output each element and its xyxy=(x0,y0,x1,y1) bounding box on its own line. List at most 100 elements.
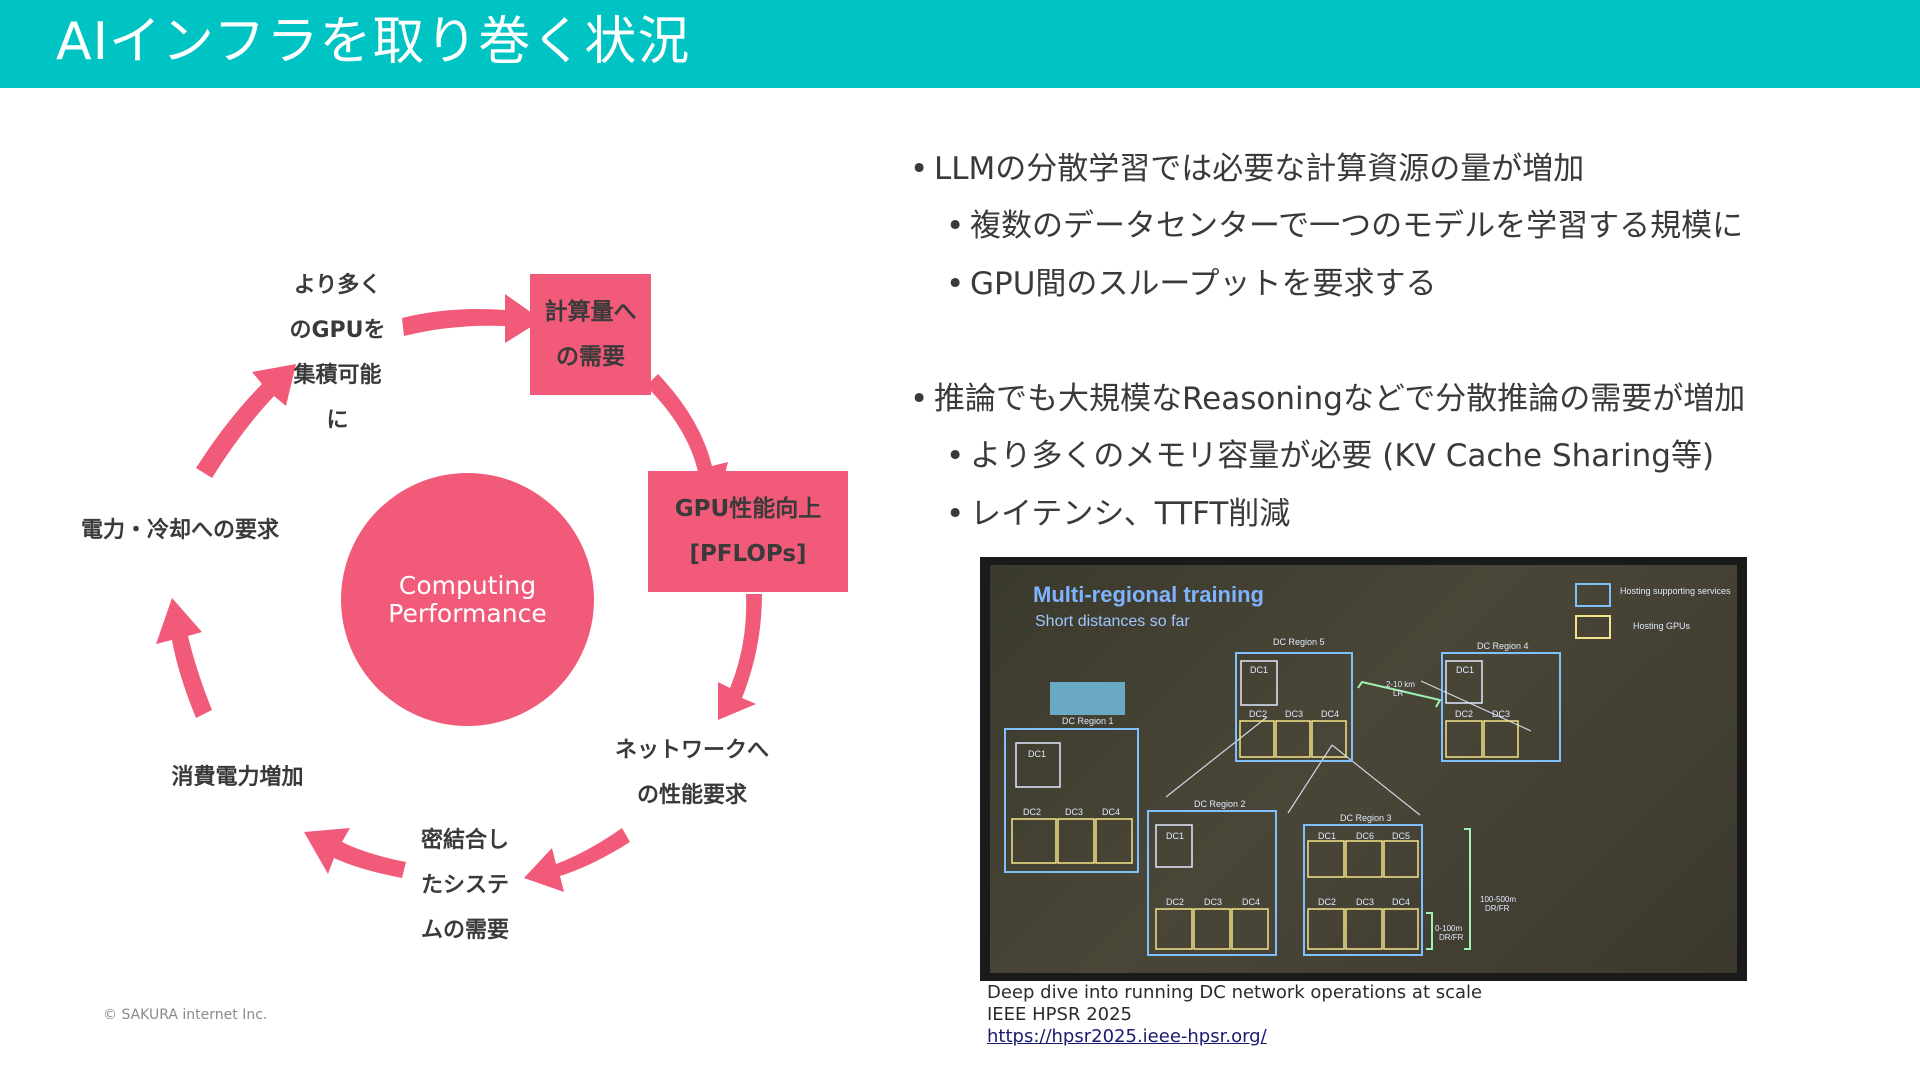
arrow-to-tight xyxy=(524,828,630,892)
region-4-label: DC Region 4 xyxy=(1477,641,1529,651)
region-1-label: DC Region 1 xyxy=(1062,716,1114,726)
slide-screen xyxy=(990,565,1737,973)
region-4-dc1 xyxy=(1445,660,1483,704)
label-network: ネットワークへ の性能要求 xyxy=(596,728,788,818)
region-2-dc4 xyxy=(1231,908,1269,950)
region-3-dc1 xyxy=(1307,840,1345,878)
label-line: 密結合し xyxy=(420,828,509,853)
region-2-dc1 xyxy=(1155,824,1193,868)
region-2-box xyxy=(1147,810,1277,956)
cycle-diagram: より多く のGPUを 集積可能 に 計算量へ の需要 GPU性能向上 [PFLO… xyxy=(0,88,900,1048)
bullet-2-1: •より多くのメモリ容量が必要 (KV Cache Sharing等) xyxy=(946,438,1715,474)
dc-label: DC1 xyxy=(1028,749,1046,759)
arrow-to-power-increase xyxy=(304,828,406,878)
conference-slide-photo: Multi-regional training Short distances … xyxy=(980,557,1747,981)
dc-label: DC1 xyxy=(1456,665,1474,675)
legend-gpu-box xyxy=(1575,615,1611,639)
region-1-dc4 xyxy=(1095,818,1133,864)
center-line: Computing xyxy=(398,570,537,600)
bullet-text: より多くのメモリ容量が必要 (KV Cache Sharing等) xyxy=(970,438,1715,474)
bullet-2: •推論でも大規模なReasoningなどで分散推論の需要が増加 xyxy=(910,381,1746,417)
region-5-label: DC Region 5 xyxy=(1273,637,1325,647)
dc-label: DC3 xyxy=(1356,897,1374,907)
region-2-dc3 xyxy=(1193,908,1231,950)
bullet-1-1: •複数のデータセンターで一つのモデルを学習する規模に xyxy=(946,208,1744,244)
dc-label: DC2 xyxy=(1249,709,1267,719)
region-5-dc1 xyxy=(1240,660,1278,706)
caption-link[interactable]: https://hpsr2025.ieee-hpsr.org/ xyxy=(987,1026,1267,1047)
bullet-text: レイテンシ、TTFT削減 xyxy=(970,496,1291,532)
region-4-box xyxy=(1441,652,1561,762)
bullet-1: •LLMの分散学習では必要な計算資源の量が増加 xyxy=(910,151,1585,187)
region-2-label: DC Region 2 xyxy=(1194,799,1246,809)
center-circle: Computing Performance xyxy=(341,473,594,726)
dc-label: DC2 xyxy=(1023,807,1041,817)
region-3-dc3 xyxy=(1345,908,1383,950)
bullet-text: 複数のデータセンターで一つのモデルを学習する規模に xyxy=(970,208,1744,244)
caption-line: Deep dive into running DC network operat… xyxy=(987,982,1483,1003)
dc-label: DC3 xyxy=(1492,709,1510,719)
thumbnail-image xyxy=(1050,682,1125,715)
arrow-to-power-cooling xyxy=(156,598,212,718)
region-4-dc3 xyxy=(1483,720,1519,758)
caption-line: IEEE HPSR 2025 xyxy=(987,1004,1133,1025)
box-compute-demand: 計算量へ の需要 xyxy=(530,274,651,395)
legend-gpu-label: Hosting GPUs xyxy=(1633,621,1691,631)
dc-label: DC4 xyxy=(1321,709,1339,719)
label-line: のGPUを xyxy=(289,318,386,343)
slide-diagram: Multi-regional training Short distances … xyxy=(1004,582,1731,956)
distance-bracket-lr xyxy=(1357,680,1442,708)
bullet-1-2: •GPU間のスループットを要求する xyxy=(946,266,1437,302)
dc-label: DC2 xyxy=(1455,709,1473,719)
region-3-dc6 xyxy=(1345,840,1383,878)
region-3-box xyxy=(1303,824,1423,956)
region-5-dc3 xyxy=(1275,720,1311,758)
dc-label: DC2 xyxy=(1166,897,1184,907)
region-1-dc1 xyxy=(1015,742,1061,788)
region-1-dc3 xyxy=(1057,818,1095,864)
dc-label: DC5 xyxy=(1392,831,1410,841)
region-5-box xyxy=(1235,652,1353,762)
label-line: 計算量へ xyxy=(544,298,637,325)
distance-label: 0-100m xyxy=(1435,924,1462,933)
region-3-label: DC Region 3 xyxy=(1340,813,1392,823)
label-line: たシステ xyxy=(420,873,509,898)
copyright: © SAKURA internet Inc. xyxy=(103,1007,268,1023)
legend-support-label: Hosting supporting services xyxy=(1620,586,1731,596)
distance-label: DR/FR xyxy=(1439,933,1464,942)
photo-caption: Deep dive into running DC network operat… xyxy=(987,982,1482,1048)
center-line: Performance xyxy=(388,598,547,628)
region-3-dc2 xyxy=(1307,908,1345,950)
region-5-dc4 xyxy=(1311,720,1347,758)
bullet-2-2: •レイテンシ、TTFT削減 xyxy=(946,496,1291,532)
slide-subtitle: Short distances so far xyxy=(1035,613,1190,630)
region-5-dc2 xyxy=(1239,720,1275,758)
dc-label: DC1 xyxy=(1318,831,1336,841)
region-1-dc2 xyxy=(1011,818,1057,864)
label-line: 集積可能 xyxy=(293,363,382,388)
label-line: GPU性能向上 xyxy=(674,495,822,522)
dc-label: DC4 xyxy=(1392,897,1410,907)
region-3-dc4 xyxy=(1383,908,1419,950)
distance-label: LR xyxy=(1393,689,1403,698)
distance-bracket-short xyxy=(1426,912,1433,950)
region-3-dc5 xyxy=(1383,840,1419,878)
region-links xyxy=(1165,680,1532,816)
label-line: 電力・冷却への要求 xyxy=(80,518,279,543)
dc-label: DC2 xyxy=(1318,897,1336,907)
dc-label: DC3 xyxy=(1065,807,1083,817)
region-4-dc2 xyxy=(1445,720,1483,758)
label-power-cooling: 電力・冷却への要求 xyxy=(60,508,300,553)
dc-label: DC4 xyxy=(1242,897,1260,907)
label-line: ネットワークへ xyxy=(614,738,769,763)
bullet-text: 推論でも大規模なReasoningなどで分散推論の需要が増加 xyxy=(934,381,1746,417)
bullet-text: GPU間のスループットを要求する xyxy=(970,266,1437,302)
dc-label: DC1 xyxy=(1250,665,1268,675)
box-gpu-performance: GPU性能向上 [PFLOPs] xyxy=(648,471,848,592)
label-line: [PFLOPs] xyxy=(689,540,807,567)
dc-label: DC3 xyxy=(1204,897,1222,907)
slide-title: Multi-regional training xyxy=(1033,582,1264,607)
label-line: ムの需要 xyxy=(420,918,509,943)
bullet-text: LLMの分散学習では必要な計算資源の量が増加 xyxy=(934,151,1585,187)
label-gpu-integration: より多く のGPUを 集積可能 に xyxy=(270,263,405,443)
